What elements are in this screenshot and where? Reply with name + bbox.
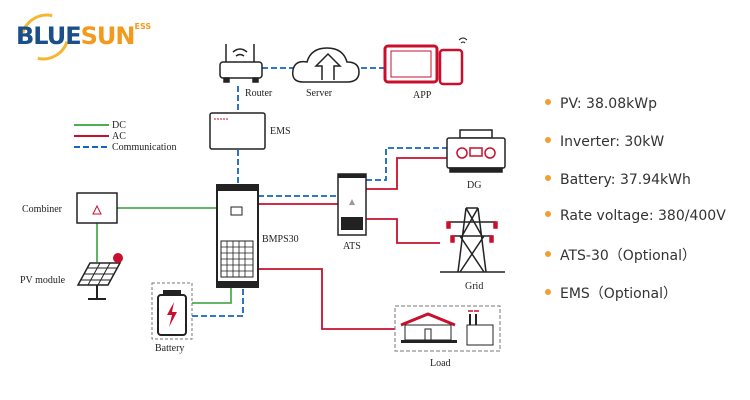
bullet-icon <box>545 289 551 295</box>
grid-label: Grid <box>465 281 483 292</box>
bmps-label: BMPS30 <box>262 234 299 245</box>
ats-label: ATS <box>343 241 361 252</box>
load-label: Load <box>430 358 451 369</box>
comm-battery-bmps <box>192 287 244 317</box>
pv-module-icon <box>76 253 123 300</box>
legend: DC AC Communication <box>74 120 176 153</box>
bmps-cabinet-icon <box>216 184 259 288</box>
ats-cabinet-icon <box>337 173 367 236</box>
legend-dc-label: DC <box>112 120 126 131</box>
combiner-label: Combiner <box>22 204 63 215</box>
bullet-icon <box>545 137 551 143</box>
bullet-icon <box>545 211 551 217</box>
diesel-generator-icon <box>446 129 506 173</box>
legend-comm-label: Communication <box>112 142 176 153</box>
spec-inverter: Inverter: 30kW <box>545 134 664 150</box>
load-icon <box>394 305 501 352</box>
spec-rate-voltage: Rate voltage: 380/400V <box>545 208 726 224</box>
bullet-icon <box>545 175 551 181</box>
ac-ats-dg <box>366 157 447 190</box>
server-cloud-icon <box>291 47 360 83</box>
pv-module-label: PV module <box>20 275 66 286</box>
router-label: Router <box>245 88 273 99</box>
spec-battery: Battery: 37.94kWh <box>545 172 691 188</box>
app-label: APP <box>413 90 432 101</box>
ems-device-icon <box>209 112 266 150</box>
ac-bmps-load <box>258 268 395 330</box>
comm-ats-dg <box>366 147 447 181</box>
dc-battery-bmps <box>192 287 232 304</box>
bluesun-logo: BLUESUNESS <box>16 22 152 50</box>
battery-label: Battery <box>155 343 184 354</box>
dg-label: DG <box>467 180 481 191</box>
bullet-icon <box>545 99 551 105</box>
server-label: Server <box>306 88 333 99</box>
dc-combiner-pv-bmps <box>96 207 217 262</box>
app-devices-icon <box>383 37 468 86</box>
spec-ems: EMS（Optional） <box>545 283 677 303</box>
spec-pv: PV: 38.08kWp <box>545 96 657 112</box>
legend-ac-label: AC <box>112 131 126 142</box>
spec-ats: ATS-30（Optional） <box>545 245 696 265</box>
ac-ats-grid <box>366 218 440 244</box>
router-icon <box>219 44 263 83</box>
bullet-icon <box>545 251 551 257</box>
connections <box>96 67 447 330</box>
grid-tower-icon <box>440 207 505 273</box>
battery-icon <box>151 282 193 340</box>
combiner-box-icon <box>76 192 118 224</box>
ems-label: EMS <box>270 126 291 137</box>
